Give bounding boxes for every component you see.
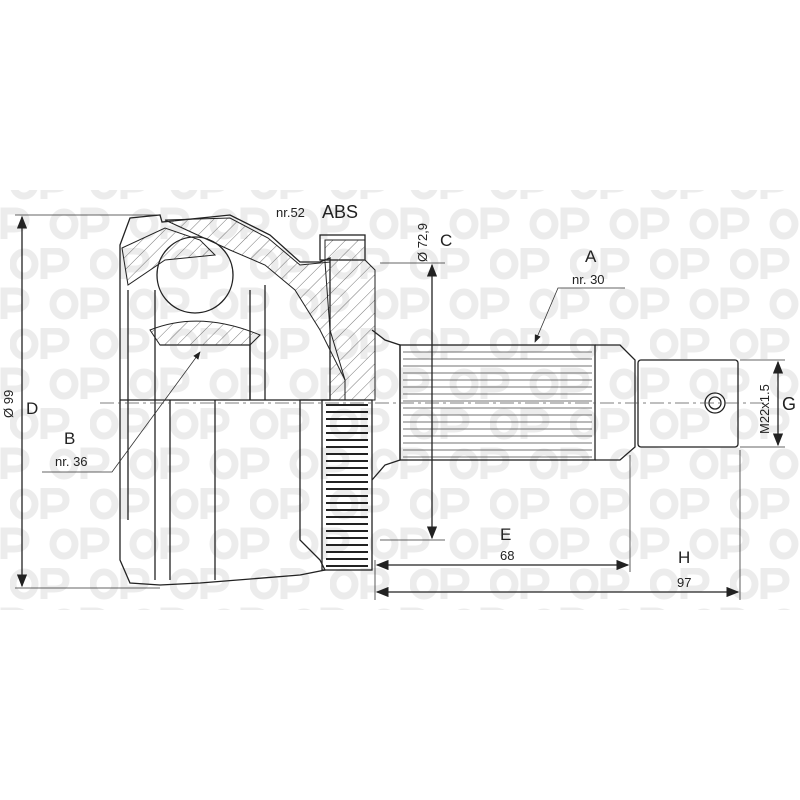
d-label: D	[26, 399, 38, 418]
dimension-h: H 97	[375, 450, 741, 600]
h-value: 97	[677, 575, 691, 590]
abs-teeth	[326, 404, 368, 567]
a-nr: nr. 30	[572, 272, 605, 287]
e-value: 68	[500, 548, 514, 563]
g-label: G	[782, 394, 796, 414]
c-value: Ø 72,9	[415, 223, 430, 262]
e-label: E	[500, 525, 511, 544]
dimension-e: E 68	[374, 455, 631, 600]
callout-a: A nr. 30	[534, 247, 625, 343]
d-value: Ø 99	[1, 390, 16, 418]
g-value: M22x1.5	[757, 384, 772, 434]
callout-b: B nr. 36	[42, 351, 201, 473]
abs-nr: nr.52	[276, 205, 305, 220]
ball	[156, 236, 234, 314]
h-label: H	[678, 548, 690, 567]
threaded-stub	[637, 359, 739, 448]
dimension-g: M22x1.5 G	[740, 359, 796, 448]
c-label: C	[440, 231, 452, 250]
a-label: A	[585, 247, 597, 266]
abs-ring	[319, 234, 376, 571]
dimension-d: Ø 99 D	[1, 214, 160, 589]
abs-label: ABS	[322, 202, 358, 222]
dimension-c: Ø 72,9 C	[380, 223, 452, 541]
b-nr: nr. 36	[55, 454, 88, 469]
b-label: B	[64, 429, 75, 448]
